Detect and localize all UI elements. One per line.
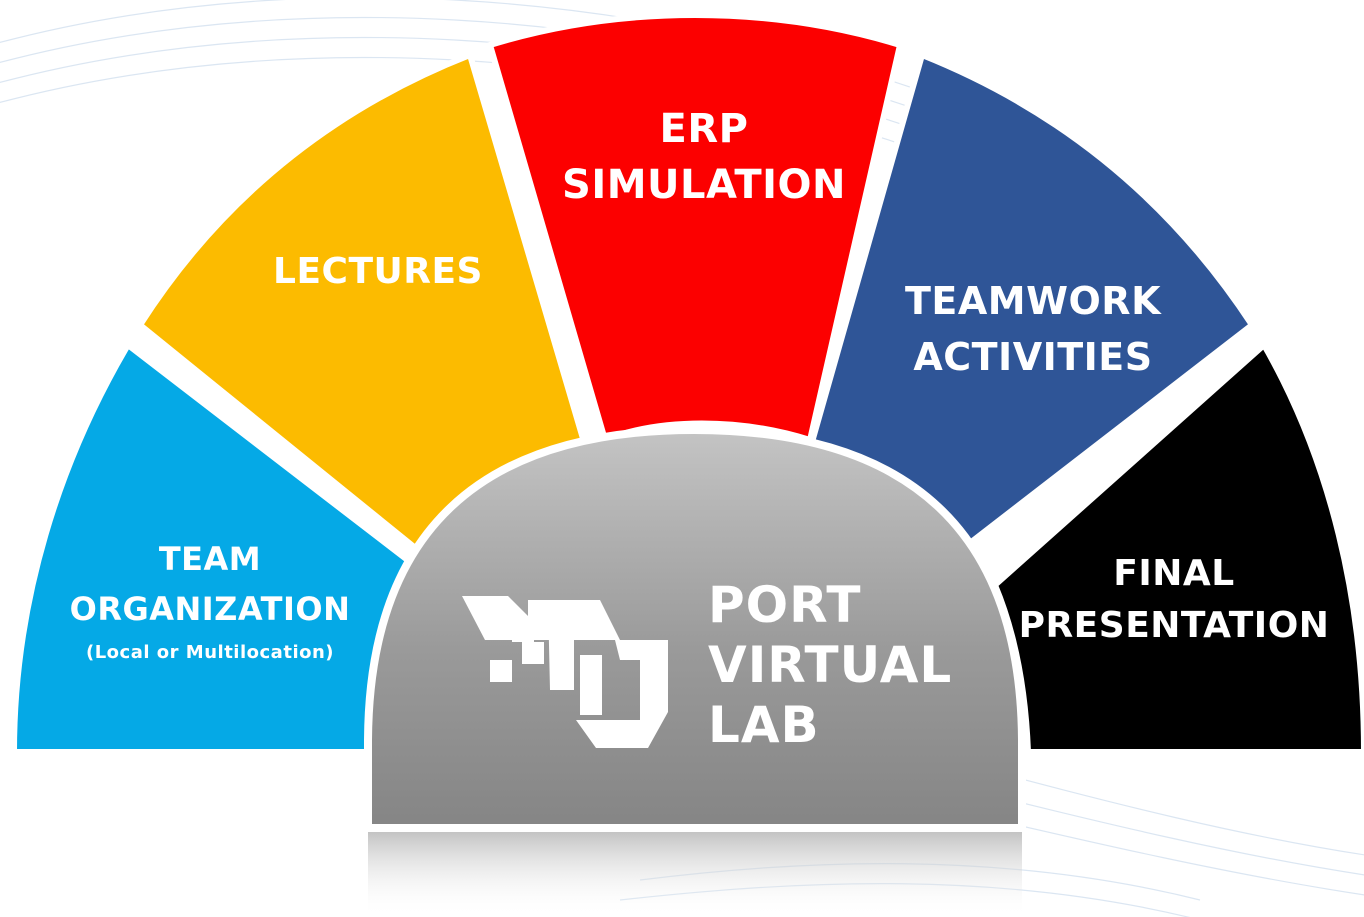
port-virtual-lab-logo-icon bbox=[462, 596, 668, 748]
segment-labels: TEAM ORGANIZATION (Local or Multilocation)… bbox=[70, 106, 1330, 663]
segment-erp-simulation bbox=[486, 12, 904, 445]
segment-label-final-presentation: PRESENTATION bbox=[1019, 605, 1330, 646]
hub-label-line: LAB bbox=[708, 696, 820, 754]
segment-label-erp-simulation: SIMULATION bbox=[562, 162, 846, 208]
segment-label-lectures: LECTURES bbox=[273, 251, 483, 292]
segment-label-teamwork-activities: TEAMWORK bbox=[905, 279, 1162, 323]
hub-reflection bbox=[368, 830, 1022, 917]
segment-label-team-organization: TEAM bbox=[159, 540, 261, 578]
hub-label-line: VIRTUAL bbox=[708, 636, 952, 694]
segment-label-teamwork-activities: ACTIVITIES bbox=[913, 335, 1152, 379]
segment-sublabel-team-organization: (Local or Multilocation) bbox=[86, 642, 334, 663]
segments bbox=[10, 12, 1364, 755]
segment-label-erp-simulation: ERP bbox=[660, 106, 749, 152]
hub-semicircle bbox=[364, 425, 1026, 832]
segment-label-final-presentation: FINAL bbox=[1113, 553, 1234, 594]
hub-label-line: PORT bbox=[708, 576, 862, 634]
segment-label-team-organization: ORGANIZATION bbox=[70, 590, 351, 628]
